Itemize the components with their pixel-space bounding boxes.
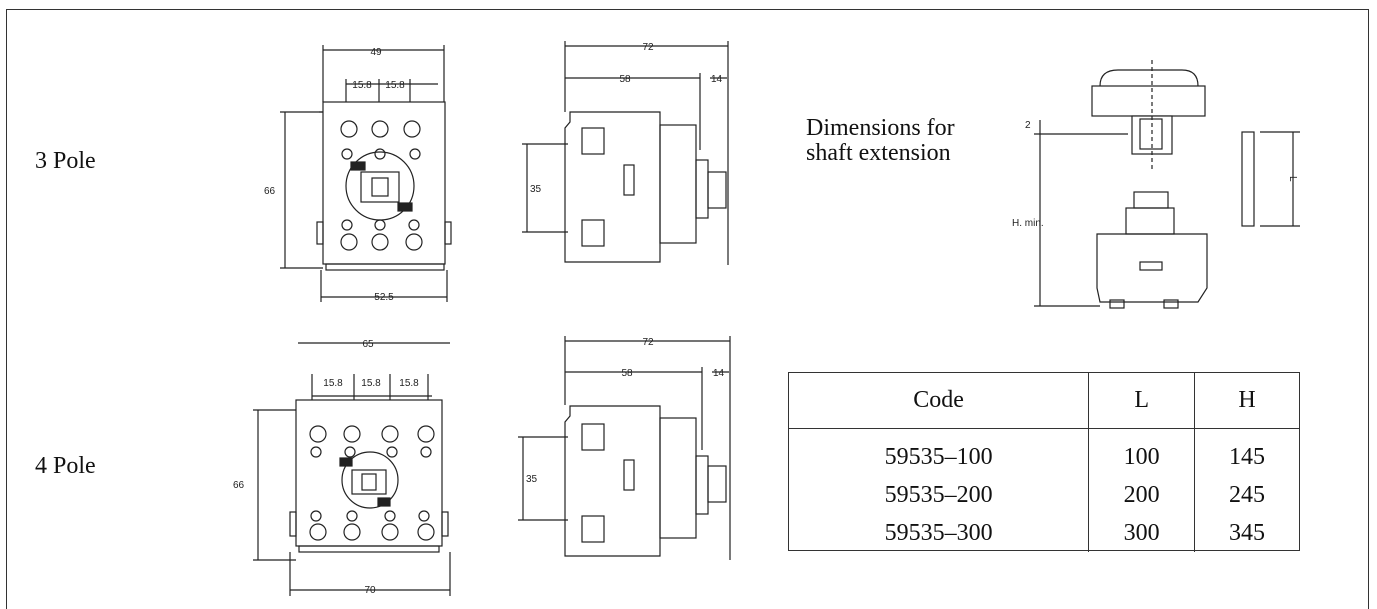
front-view-3-pole [280,45,452,302]
cell-h: 145 [1194,428,1299,476]
cell-h: 345 [1194,514,1299,552]
cell-l: 100 [1088,428,1195,476]
dim-4p-side-height: 35 [526,474,538,485]
cell-code: 59535–100 [884,443,993,470]
dim-3p-side-total: 72 [642,42,654,53]
dim-4p-width: 65 [362,339,374,350]
table-row: 59535–100 100 145 [789,428,1299,476]
dim-3p-width: 49 [370,47,382,58]
dim-4p-pitch-b: 15.8 [361,378,381,389]
cell-h: 245 [1194,476,1299,514]
table-row: 59535–300 300 345 [789,514,1299,552]
dim-3p-pitch-b: 15.8 [385,80,405,91]
side-view-3-pole [522,41,729,265]
cell-l: 300 [1088,514,1195,552]
dim-shaft-l: L [1287,176,1298,182]
dim-4p-side-total: 72 [642,337,654,348]
column-header-h: H [1194,373,1299,429]
label-shaft-extension: Dimensions for shaft extension [806,115,955,166]
dim-3p-base: 52.5 [374,292,394,303]
column-header-code: Code [789,373,1089,429]
side-view-4-pole [518,336,731,560]
dim-3p-side-shaft: 14 [711,74,723,85]
shaft-extension-view [1034,60,1300,309]
dim-4p-pitch-a: 15.8 [323,378,343,389]
dim-shaft-hmin: H. min. [1012,218,1044,229]
figure-frame [6,9,1369,609]
dim-shaft-offset: 2 [1025,120,1031,131]
cell-code: 59535–200 [884,481,993,508]
dim-4p-side-body: 58 [621,368,633,379]
cell-l: 200 [1088,476,1195,514]
dim-4p-base: 70 [364,585,376,596]
dim-4p-pitch-c: 15.8 [399,378,419,389]
cell-code: 59535–300 [884,519,993,546]
dim-3p-height: 66 [264,186,276,197]
table-row: 59535–200 200 245 [789,476,1299,514]
dim-3p-pitch-a: 15.8 [352,80,372,91]
table-header-row: Code L H [789,373,1299,429]
dim-4p-side-shaft: 14 [713,368,725,379]
dim-3p-side-body: 58 [619,74,631,85]
dim-3p-side-height: 35 [530,184,542,195]
column-header-l: L [1088,373,1195,429]
dim-4p-height: 66 [233,480,245,491]
front-view-4-pole [253,342,451,596]
label-3-pole: 3 Pole [35,148,96,174]
shaft-extension-table: Code L H 59535–100 100 145 59535–200 200… [788,372,1300,552]
label-4-pole: 4 Pole [35,453,96,479]
